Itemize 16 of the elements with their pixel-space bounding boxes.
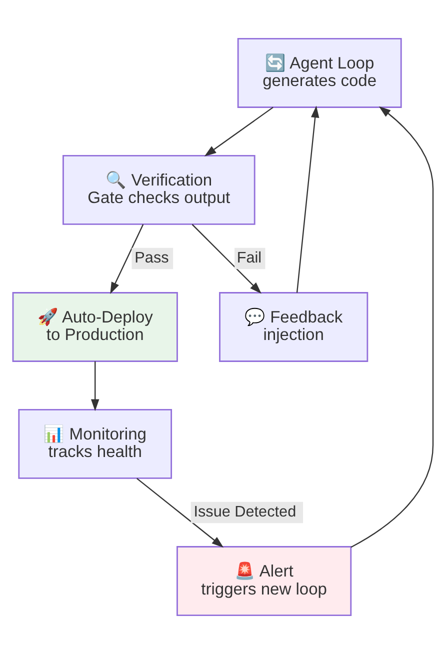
node-box: 🔄 Agent Loop generates code <box>237 38 402 108</box>
edge-label: Issue Detected <box>194 504 296 521</box>
arrow <box>192 224 262 294</box>
node-box: 💬 Feedback injection <box>219 292 368 362</box>
node-box: 🚨 Alert triggers new loop <box>176 546 352 616</box>
edge-label: Fail <box>236 249 262 266</box>
arrow <box>90 361 100 412</box>
node-box: 🚀 Auto-Deploy to Production <box>12 292 178 362</box>
node-box: 📊 Monitoring tracks health <box>18 409 172 479</box>
arrow <box>136 478 224 548</box>
arrow <box>296 106 320 293</box>
arrow <box>204 106 274 156</box>
edge-label: Pass <box>134 249 169 266</box>
node-box: 🔍 Verification Gate checks output <box>62 154 256 225</box>
arrow <box>350 106 434 548</box>
arrow <box>110 224 144 294</box>
